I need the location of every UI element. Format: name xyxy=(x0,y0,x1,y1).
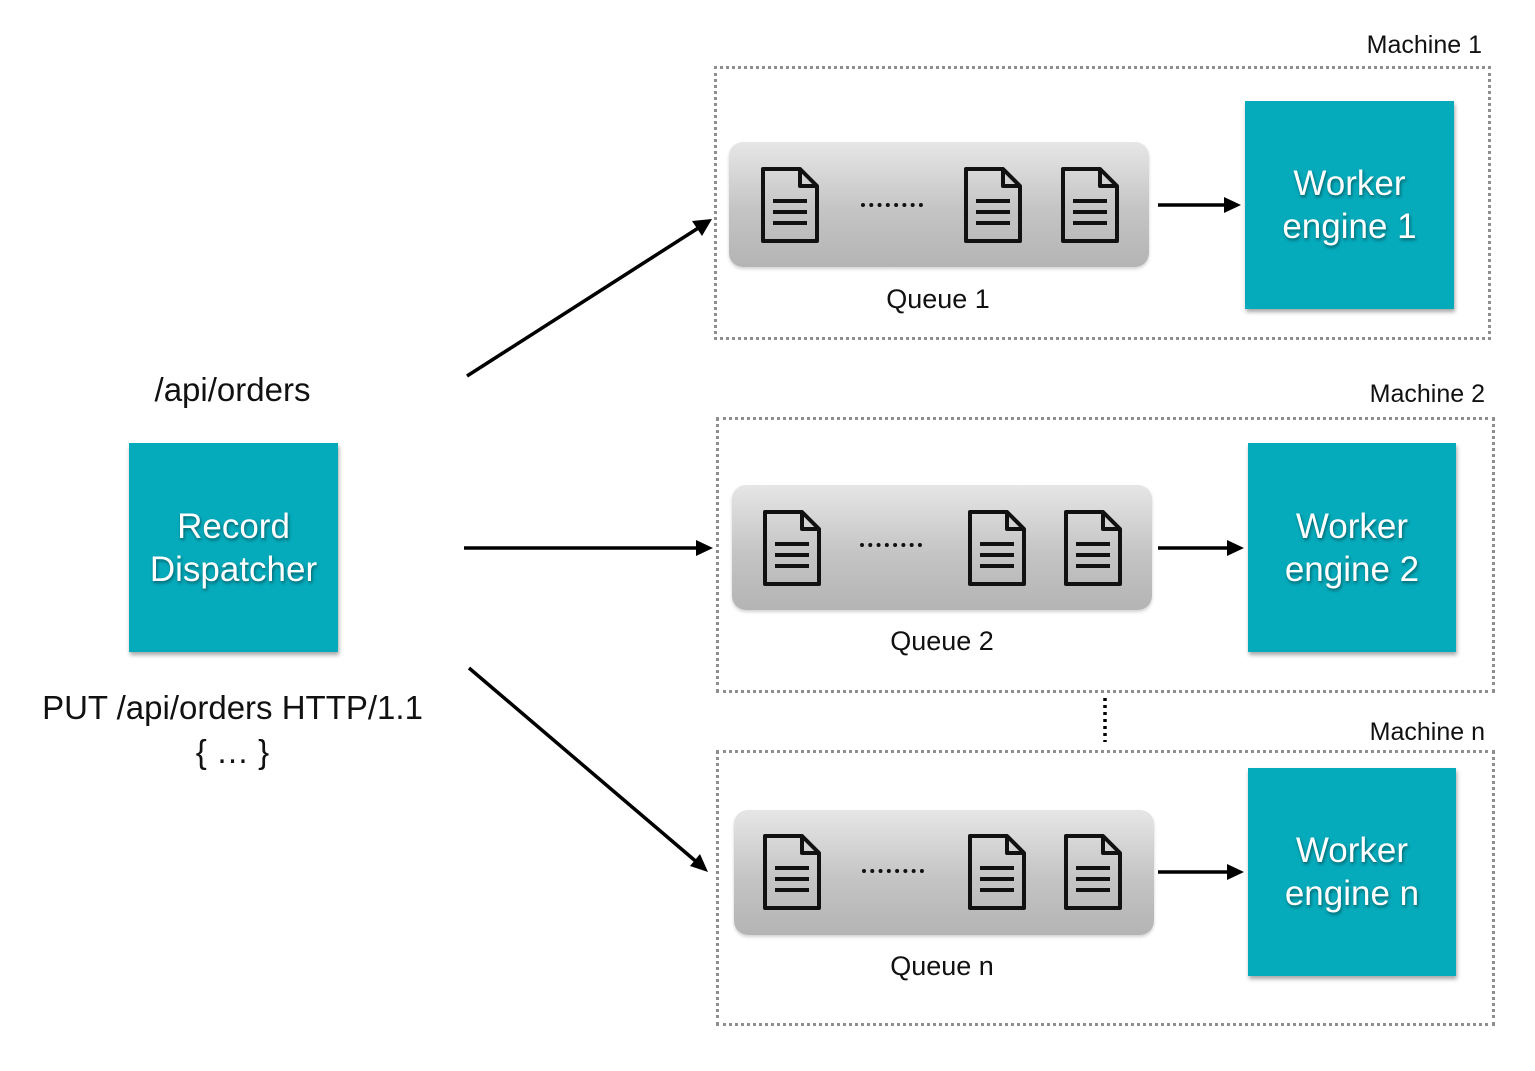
request-line-label: PUT /api/orders HTTP/1.1 xyxy=(42,689,423,726)
machine-2-frame xyxy=(716,417,1495,693)
machine-n-frame xyxy=(716,750,1495,1026)
arrowhead-worker-n xyxy=(1227,864,1244,880)
worker-engine-1-box: Worker engine 1 xyxy=(1245,101,1454,309)
arrowhead-worker-1 xyxy=(1224,197,1241,213)
document-icon xyxy=(1061,508,1125,588)
document-icon xyxy=(760,832,824,912)
arrowhead-queue-1 xyxy=(692,219,712,236)
queue-ellipsis-dots xyxy=(860,543,922,547)
queue-n-label: Queue n xyxy=(890,951,994,981)
record-dispatcher-box: Record Dispatcher xyxy=(129,443,338,652)
arrow-dispatcher-to-queue-n xyxy=(467,666,701,866)
queue-2-label: Queue 2 xyxy=(890,626,994,656)
queue-1-bar xyxy=(729,142,1149,267)
document-icon xyxy=(965,832,1029,912)
queue-ellipsis-dots xyxy=(861,203,923,207)
document-icon xyxy=(758,165,822,245)
record-dispatcher-label: Record Dispatcher xyxy=(149,506,318,589)
worker-engine-2-label: Worker engine 2 xyxy=(1284,506,1420,589)
arrowhead-queue-n xyxy=(690,854,708,872)
document-icon xyxy=(961,165,1025,245)
machine-n-label: Machine n xyxy=(1369,718,1485,746)
queue-n-bar xyxy=(734,810,1154,935)
worker-engine-1-label: Worker engine 1 xyxy=(1282,164,1417,246)
arrowhead-queue-2 xyxy=(696,540,713,556)
queue-1-label: Queue 1 xyxy=(886,284,990,314)
document-icon xyxy=(1058,165,1122,245)
worker-engine-2-box: Worker engine 2 xyxy=(1248,443,1456,652)
machine-2-label: Machine 2 xyxy=(1369,380,1485,408)
request-body-label: { … } xyxy=(195,733,270,770)
document-icon xyxy=(1061,832,1125,912)
machine-1-label: Machine 1 xyxy=(1366,31,1482,59)
arrow-dispatcher-to-queue-1 xyxy=(466,223,704,378)
worker-engine-n-label: Worker engine n xyxy=(1284,831,1420,913)
machine-1-frame xyxy=(714,66,1491,340)
arrowhead-worker-2 xyxy=(1227,540,1244,556)
document-icon xyxy=(760,508,824,588)
endpoint-label: /api/orders xyxy=(154,371,311,408)
queue-2-bar xyxy=(732,485,1152,610)
worker-engine-n-box: Worker engine n xyxy=(1248,768,1456,976)
queue-ellipsis-dots xyxy=(862,869,924,873)
document-icon xyxy=(965,508,1029,588)
